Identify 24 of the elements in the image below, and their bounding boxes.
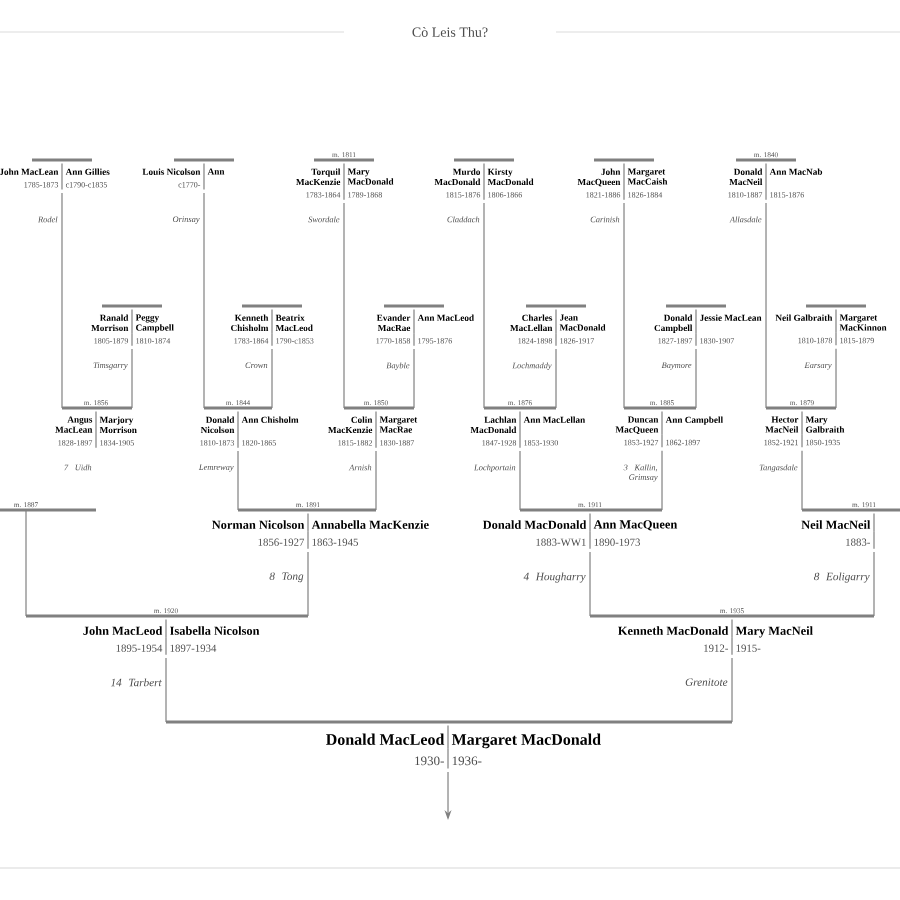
lineage-line [413,348,415,409]
lineage-line [343,202,345,409]
lineage-line [237,450,239,511]
lineage-line [835,348,837,409]
lineage-line [483,202,485,409]
lineage-line [801,450,803,511]
node-label: Margaret MacDonald [451,733,601,749]
lineage-line [165,657,167,723]
lineage-line [623,202,625,409]
lineage-line [873,551,875,617]
lineage-line [661,450,663,511]
lineage-line [307,551,309,617]
lineage-line [203,192,205,409]
lineage-line [555,348,557,409]
lineage-line [519,450,521,511]
lineage-line [131,348,133,409]
lineage-line [589,551,591,617]
lineage-line [695,348,697,409]
node-label: Donald MacLeod [326,733,445,745]
lineage-line [731,657,733,723]
lineage-line [271,348,273,409]
lineage-line [375,450,377,511]
lineage-line [61,192,63,409]
lineage-line [765,202,767,409]
